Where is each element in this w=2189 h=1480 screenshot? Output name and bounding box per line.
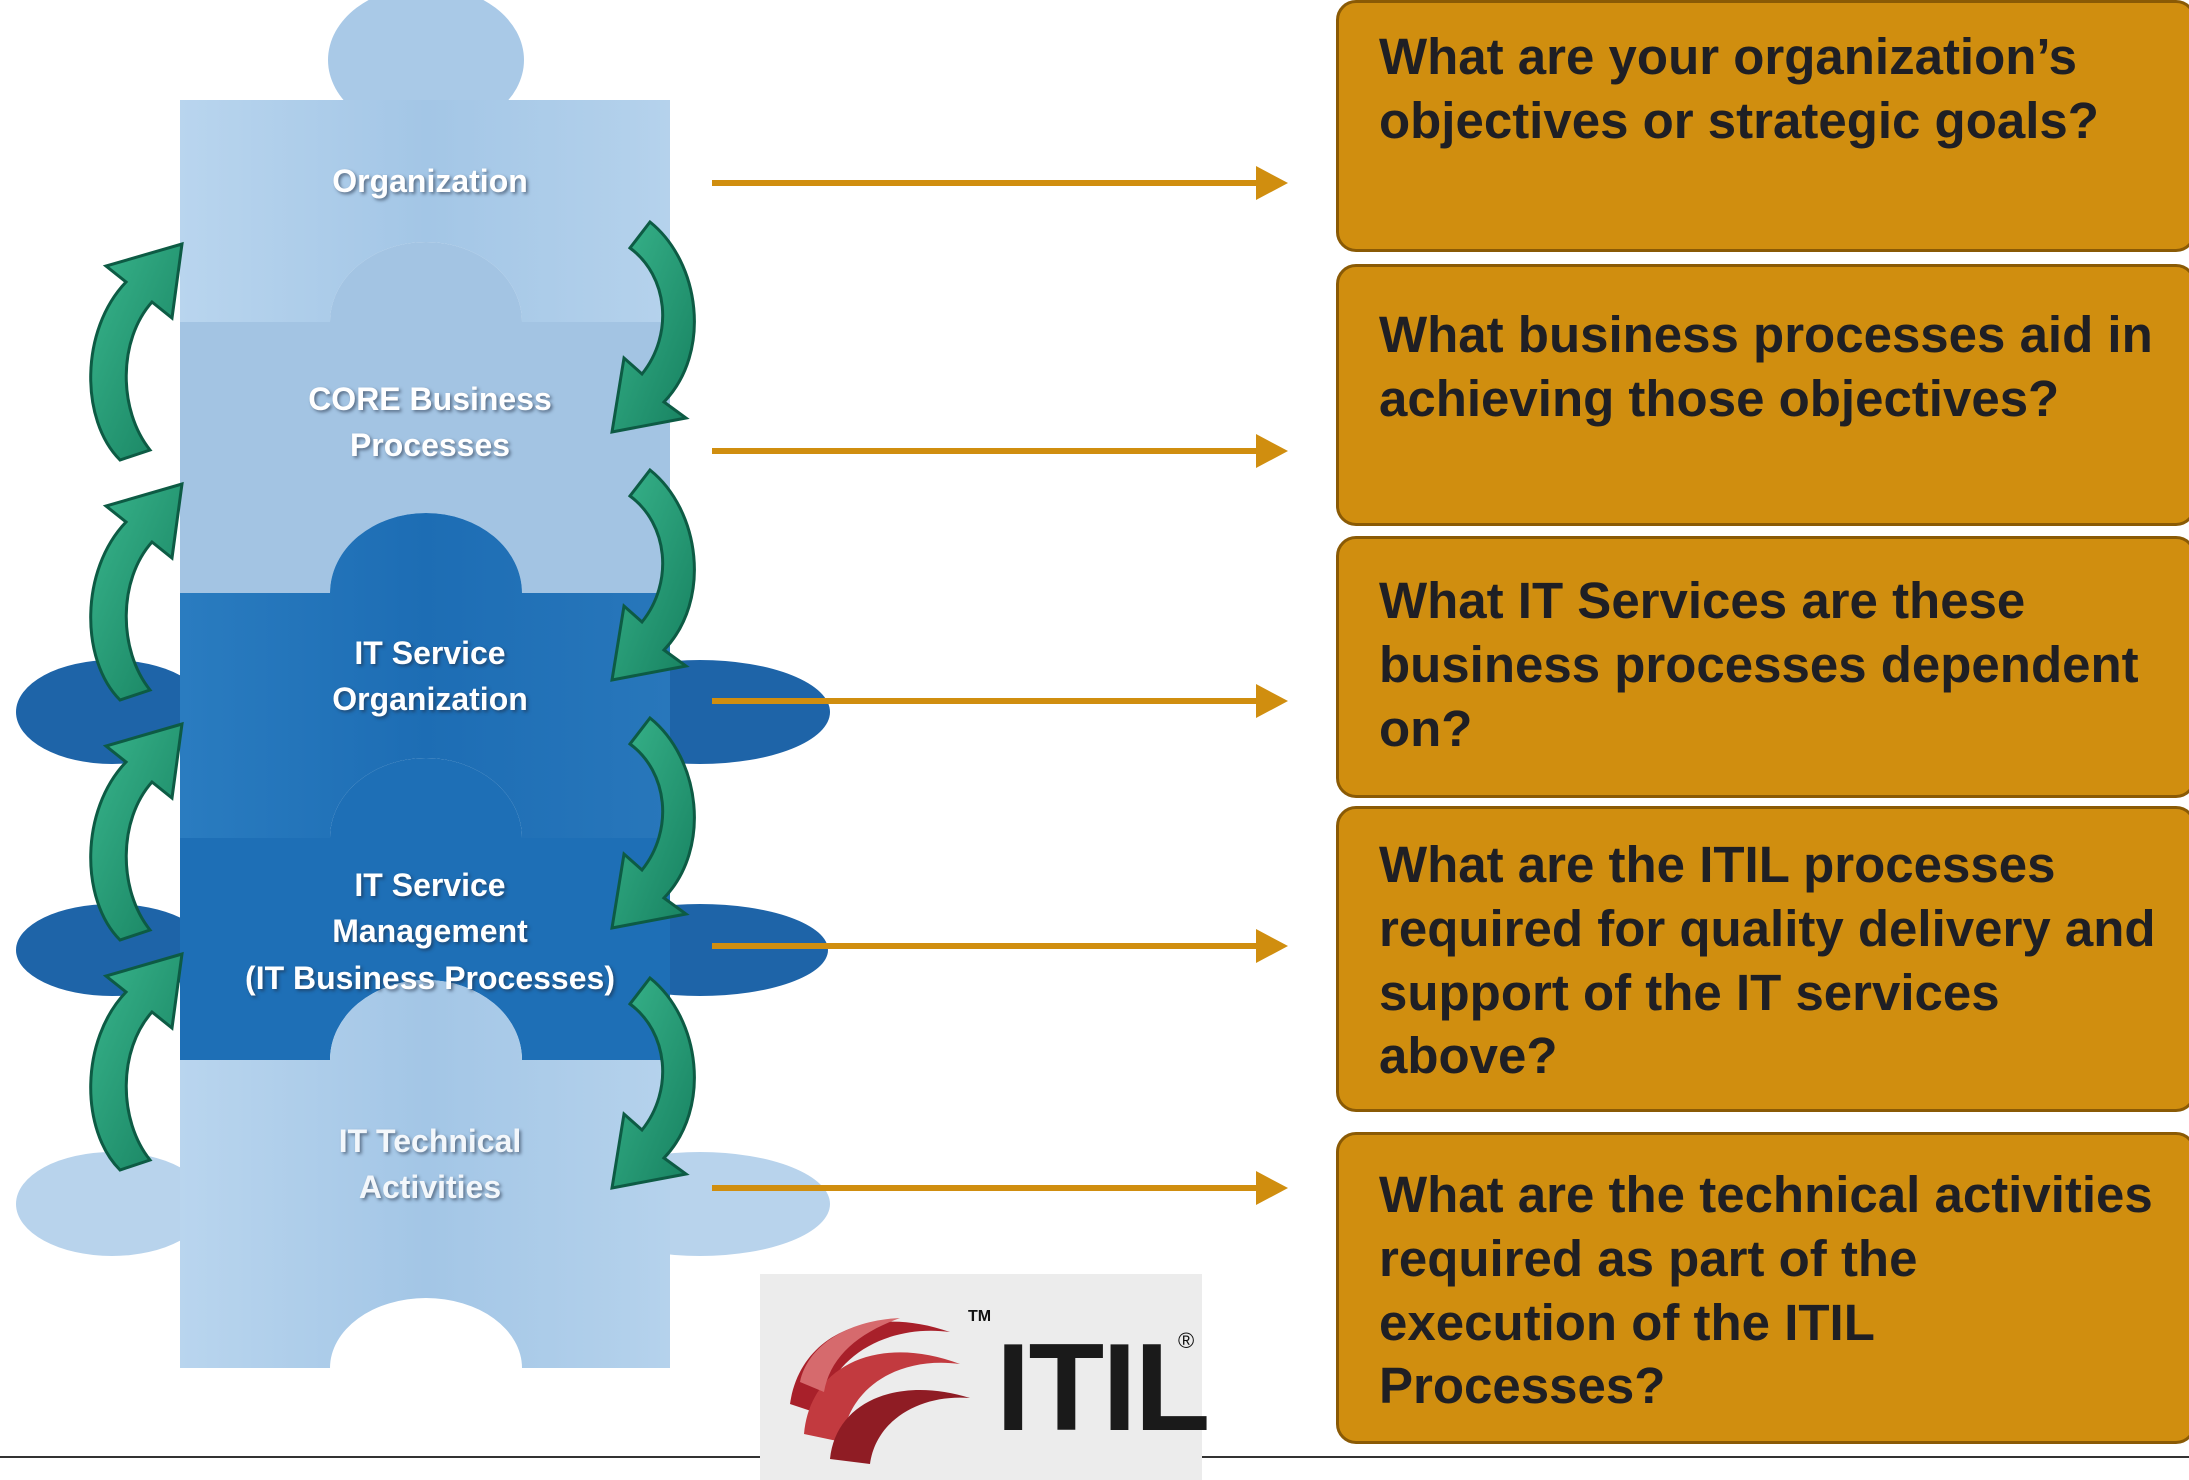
piece-label-organization: Organization [332, 163, 528, 199]
logo-wordmark: ITIL [996, 1319, 1210, 1457]
piece-label-core-business: CORE Business Processes [308, 381, 552, 464]
pointer-arrow-1-head [1256, 166, 1288, 200]
left-cycle-arrows [89, 241, 184, 1172]
left-ellipse-bottom [16, 1152, 208, 1256]
piece-core-business [180, 242, 670, 593]
piece-it-technical [180, 980, 670, 1368]
pointer-arrow-3-head [1256, 684, 1288, 718]
left-up-arrow-3 [89, 721, 184, 942]
question-box-technical-activities: What are the technical activities requir… [1336, 1132, 2189, 1444]
itil-logo: TM ITIL ® [760, 1274, 1210, 1480]
question-box-it-services: What IT Services are these business proc… [1336, 536, 2189, 798]
piece-organization [180, 100, 670, 322]
pointer-arrow-2-head [1256, 434, 1288, 468]
logo-registered-mark: ® [1178, 1328, 1195, 1353]
pointer-arrow-5-head [1256, 1171, 1288, 1205]
left-up-arrow-4 [89, 951, 184, 1172]
question-box-objectives: What are your organization’s objectives … [1336, 0, 2189, 252]
itil-logo-swoosh-icon [790, 1318, 970, 1464]
piece-it-service-mgmt [180, 758, 670, 1060]
piece-it-service-org [180, 513, 670, 838]
pointer-arrow-4-head [1256, 929, 1288, 963]
piece-label-it-service-org: IT Service Organization [332, 635, 528, 718]
question-box-business-processes: What business processes aid in achieving… [1336, 264, 2189, 526]
right-down-arrow-4 [610, 975, 696, 1190]
logo-tm-mark: TM [968, 1308, 992, 1325]
piece-label-it-service-mgmt: IT Service Management (IT Business Proce… [245, 867, 615, 996]
left-up-arrow-1 [89, 241, 184, 462]
right-down-arrow-3 [610, 715, 696, 930]
question-box-itil-processes: What are the ITIL processes required for… [1336, 806, 2189, 1112]
left-up-arrow-2 [89, 481, 184, 702]
piece-label-it-technical: IT Technical Activities [338, 1123, 522, 1206]
right-down-arrow-2 [610, 467, 696, 682]
pointer-arrows [712, 166, 1288, 1205]
right-cycle-arrows [610, 219, 696, 1190]
right-down-arrow-1 [610, 219, 696, 434]
